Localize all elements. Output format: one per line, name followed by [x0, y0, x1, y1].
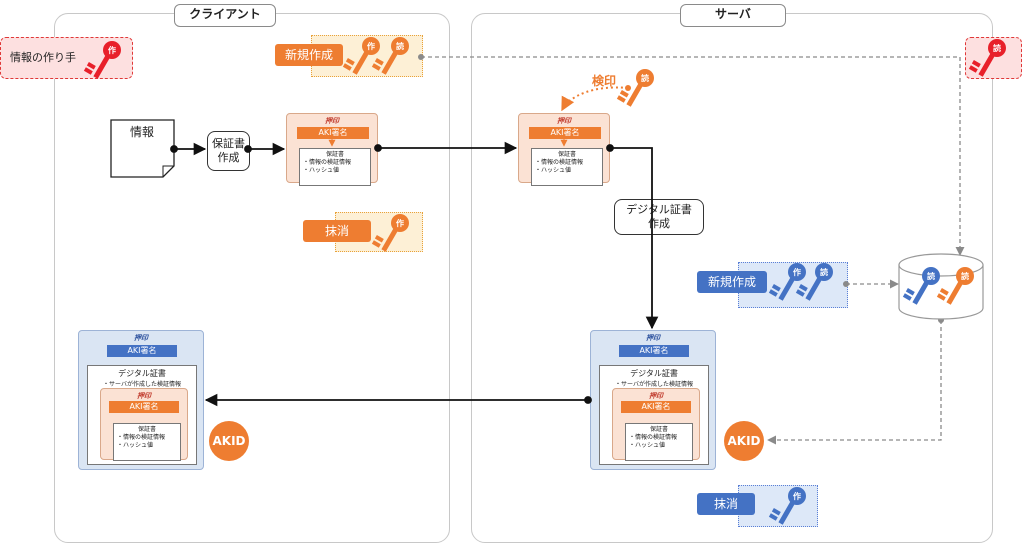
client-region-title: クライアント: [174, 4, 276, 27]
server-akid-badge: AKID: [724, 421, 764, 461]
creator-label: 情報の作り手: [10, 51, 76, 64]
cert-create-line1: 保証書: [212, 137, 245, 150]
server-dc-aki-sign: AKI署名: [619, 345, 689, 357]
server-doc-line1: ・情報の検証情報: [535, 159, 584, 166]
client-dc-title: デジタル証書: [118, 369, 166, 378]
server-stamp-panel: 押印 AKI署名 保証書 ・情報の検証情報 ・ハッシュ値: [518, 113, 610, 186]
server-dc-inner: デジタル証書 ・サーバが作成した検証情報 押印 AKI署名 保証書 ・情報の検証…: [599, 365, 709, 465]
client-stamp-panel: 押印 AKI署名 保証書 ・情報の検証情報 ・ハッシュ値: [286, 113, 378, 186]
client-akid-badge: AKID: [209, 421, 249, 461]
verify-label: 検印: [592, 74, 617, 88]
client-dc-inner-aki: AKI署名: [109, 401, 179, 413]
client-dc-inner-stamp-title: 押印: [137, 392, 151, 400]
server-stamp-title: 押印: [557, 117, 571, 125]
client-dc-inner: デジタル証書 ・サーバが作成した検証情報 押印 AKI署名 保証書 ・情報の検証…: [87, 365, 197, 465]
server-new-button[interactable]: 新規作成: [697, 271, 767, 293]
client-stamp-title: 押印: [325, 117, 339, 125]
server-aki-sign: AKI署名: [529, 127, 601, 139]
client-digital-cert-panel: 押印 AKI署名 デジタル証書 ・サーバが作成した検証情報 押印 AKI署名 保…: [78, 330, 204, 470]
client-doc-line2: ・ハッシュ値: [303, 167, 340, 174]
server-dc-stamp: 押印 AKI署名 保証書 ・情報の検証情報 ・ハッシュ値: [612, 388, 700, 461]
server-read-key-box: [965, 37, 1022, 79]
client-dc-doc-line2: ・ハッシュ値: [117, 442, 154, 449]
digital-cert-create-line2: 作成: [648, 217, 670, 230]
server-cert-doc: 保証書 ・情報の検証情報 ・ハッシュ値: [531, 148, 603, 186]
client-doc-line1: ・情報の検証情報: [303, 159, 352, 166]
client-new-button[interactable]: 新規作成: [275, 44, 343, 66]
client-delete-button[interactable]: 抹消: [303, 220, 371, 242]
client-dc-stamp: 押印 AKI署名 保証書 ・情報の検証情報 ・ハッシュ値: [100, 388, 188, 461]
server-digital-cert-panel: 押印 AKI署名 デジタル証書 ・サーバが作成した検証情報 押印 AKI署名 保…: [590, 330, 716, 470]
client-dc-doc-line1: ・情報の検証情報: [117, 434, 166, 441]
cert-create-line2: 作成: [217, 151, 240, 164]
client-dc-stamp-title: 押印: [134, 334, 148, 342]
server-doc-line2: ・ハッシュ値: [535, 167, 572, 174]
server-delete-button[interactable]: 抹消: [697, 493, 755, 515]
client-aki-sign: AKI署名: [297, 127, 369, 139]
digital-cert-create-node: デジタル証書 作成: [614, 199, 704, 235]
server-dc-subtitle: ・サーバが作成した検証情報: [615, 381, 693, 388]
server-dc-doc: 保証書 ・情報の検証情報 ・ハッシュ値: [625, 423, 693, 461]
server-region-title: サーバ: [680, 4, 786, 27]
client-dc-doc: 保証書 ・情報の検証情報 ・ハッシュ値: [113, 423, 181, 461]
client-doc-title: 保証書: [325, 151, 344, 158]
client-dc-doc-title: 保証書: [137, 426, 156, 433]
cert-create-node: 保証書 作成: [207, 131, 250, 171]
server-doc-title: 保証書: [557, 151, 576, 158]
client-dc-aki-sign: AKI署名: [107, 345, 177, 357]
server-dc-inner-stamp-title: 押印: [649, 392, 663, 400]
info-document: [111, 120, 174, 177]
server-dc-doc-line2: ・ハッシュ値: [629, 442, 666, 449]
server-dc-doc-title: 保証書: [649, 426, 668, 433]
client-dc-subtitle: ・サーバが作成した検証情報: [103, 381, 181, 388]
server-dc-inner-aki: AKI署名: [621, 401, 691, 413]
digital-cert-create-line1: デジタル証書: [626, 203, 692, 216]
client-cert-doc: 保証書 ・情報の検証情報 ・ハッシュ値: [299, 148, 371, 186]
server-dc-title: デジタル証書: [630, 369, 678, 378]
server-dc-doc-line1: ・情報の検証情報: [629, 434, 678, 441]
server-dc-stamp-title: 押印: [646, 334, 660, 342]
